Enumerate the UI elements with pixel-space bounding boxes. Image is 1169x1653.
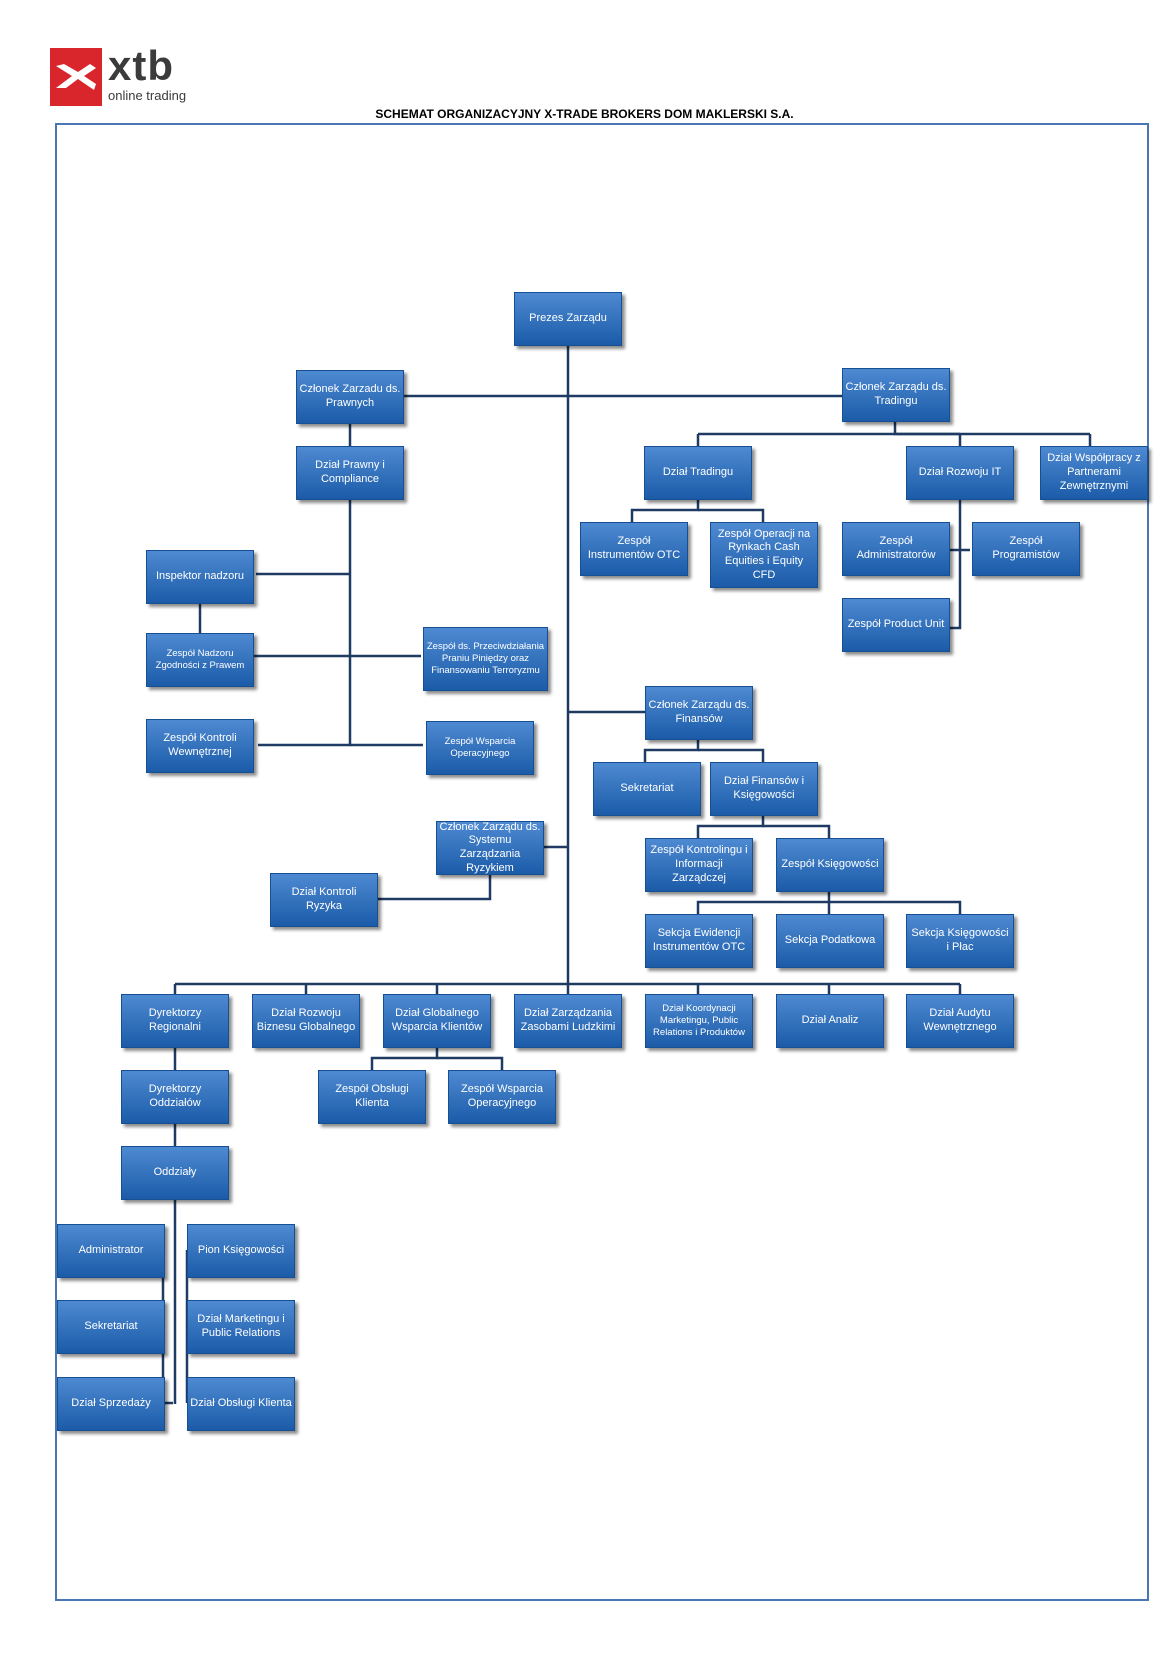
- node-zespol-nadzoru: Zespół Nadzoru Zgodności z Prawem: [146, 633, 254, 687]
- node-czlonek-ryzyka: Członek Zarządu ds. Systemu Zarządzania …: [436, 821, 544, 875]
- node-sekcja-ksiegowosci-plac: Sekcja Księgowości i Płac: [906, 914, 1014, 968]
- node-pion-ksiegowosci: Pion Księgowości: [187, 1224, 295, 1278]
- logo-brand-text: xtb: [108, 42, 174, 89]
- node-sekretariat-finanse: Sekretariat: [593, 762, 701, 816]
- node-dzial-rozwoju-biznesu: Dział Rozwoju Biznesu Globalnego: [252, 994, 360, 1048]
- node-czlonek-tradingu: Członek Zarządu ds. Tradingu: [842, 368, 950, 422]
- node-prezes-zarzadu: Prezes Zarządu: [514, 292, 622, 346]
- node-zespol-aml: Zespół ds. Przeciwdziałania Praniu Pinię…: [423, 627, 548, 691]
- node-inspektor-nadzoru: Inspektor nadzoru: [146, 550, 254, 604]
- node-zespol-instrumentow-otc: Zespół Instrumentów OTC: [580, 522, 688, 576]
- chart-frame: [55, 123, 1149, 1601]
- node-dzial-rozwoju-it: Dział Rozwoju IT: [906, 446, 1014, 500]
- node-dyrektorzy-oddzialow: Dyrektorzy Oddziałów: [121, 1070, 229, 1124]
- node-dzial-globalnego-wsparcia: Dział Globalnego Wsparcia Klientów: [383, 994, 491, 1048]
- node-zespol-wsparcia-operacyjnego-1: Zespół Wsparcia Operacyjnego: [426, 721, 534, 775]
- node-dzial-tradingu: Dział Tradingu: [644, 446, 752, 500]
- node-dzial-prawny: Dział Prawny i Compliance: [296, 446, 404, 500]
- node-zespol-operacji: Zespół Operacji na Rynkach Cash Equities…: [710, 522, 818, 588]
- logo-tagline: online trading: [108, 88, 187, 103]
- node-czlonek-prawnych: Członek Zarzadu ds. Prawnych: [296, 370, 404, 424]
- node-dzial-audytu: Dział Audytu Wewnętrznego: [906, 994, 1014, 1048]
- node-zespol-programistow: Zespół Programistów: [972, 522, 1080, 576]
- node-dzial-marketingu: Dział Marketingu i Public Relations: [187, 1300, 295, 1354]
- xtb-logo-mark-icon: [50, 48, 102, 106]
- node-zespol-kontrolingu: Zespół Kontrolingu i Informacji Zarządcz…: [645, 838, 753, 892]
- node-zespol-ksiegowosci: Zespół Księgowości: [776, 838, 884, 892]
- node-dyrektorzy-regionalni: Dyrektorzy Regionalni: [121, 994, 229, 1048]
- node-dzial-sprzedazy: Dział Sprzedaży: [57, 1377, 165, 1431]
- node-sekretariat-oddzialy: Sekretariat: [57, 1300, 165, 1354]
- node-dzial-obslugi-klienta: Dział Obsługi Klienta: [187, 1377, 295, 1431]
- node-dzial-finansow: Dział Finansów i Księgowości: [710, 762, 818, 816]
- node-zespol-kontroli-wewn: Zespół Kontroli Wewnętrznej: [146, 719, 254, 773]
- xtb-logo: xtb online trading: [50, 42, 190, 108]
- node-dzial-kontroli-ryzyka: Dział Kontroli Ryzyka: [270, 873, 378, 927]
- node-czlonek-finansow: Członek Zarządu ds. Finansów: [645, 686, 753, 740]
- chart-title: SCHEMAT ORGANIZACYJNY X-TRADE BROKERS DO…: [375, 107, 794, 121]
- node-zespol-product-unit: Zespół Product Unit: [842, 598, 950, 652]
- node-dzial-koordynacji: Dział Koordynacji Marketingu, Public Rel…: [645, 994, 753, 1048]
- node-zespol-obslugi-klienta: Zespół Obsługi Klienta: [318, 1070, 426, 1124]
- node-oddzialy: Oddziały: [121, 1146, 229, 1200]
- node-dzial-wspolpracy: Dział Współpracy z Partnerami Zewnętrzny…: [1040, 446, 1148, 500]
- node-dzial-analiz: Dział Analiz: [776, 994, 884, 1048]
- node-administrator: Administrator: [57, 1224, 165, 1278]
- node-dzial-zasobami-ludzkimi: Dział Zarządzania Zasobami Ludzkimi: [514, 994, 622, 1048]
- node-zespol-administratorow: Zespół Administratorów: [842, 522, 950, 576]
- node-sekcja-podatkowa: Sekcja Podatkowa: [776, 914, 884, 968]
- node-zespol-wsparcia-operacyjnego-2: Zespół Wsparcia Operacyjnego: [448, 1070, 556, 1124]
- node-sekcja-ewidencji: Sekcja Ewidencji Instrumentów OTC: [645, 914, 753, 968]
